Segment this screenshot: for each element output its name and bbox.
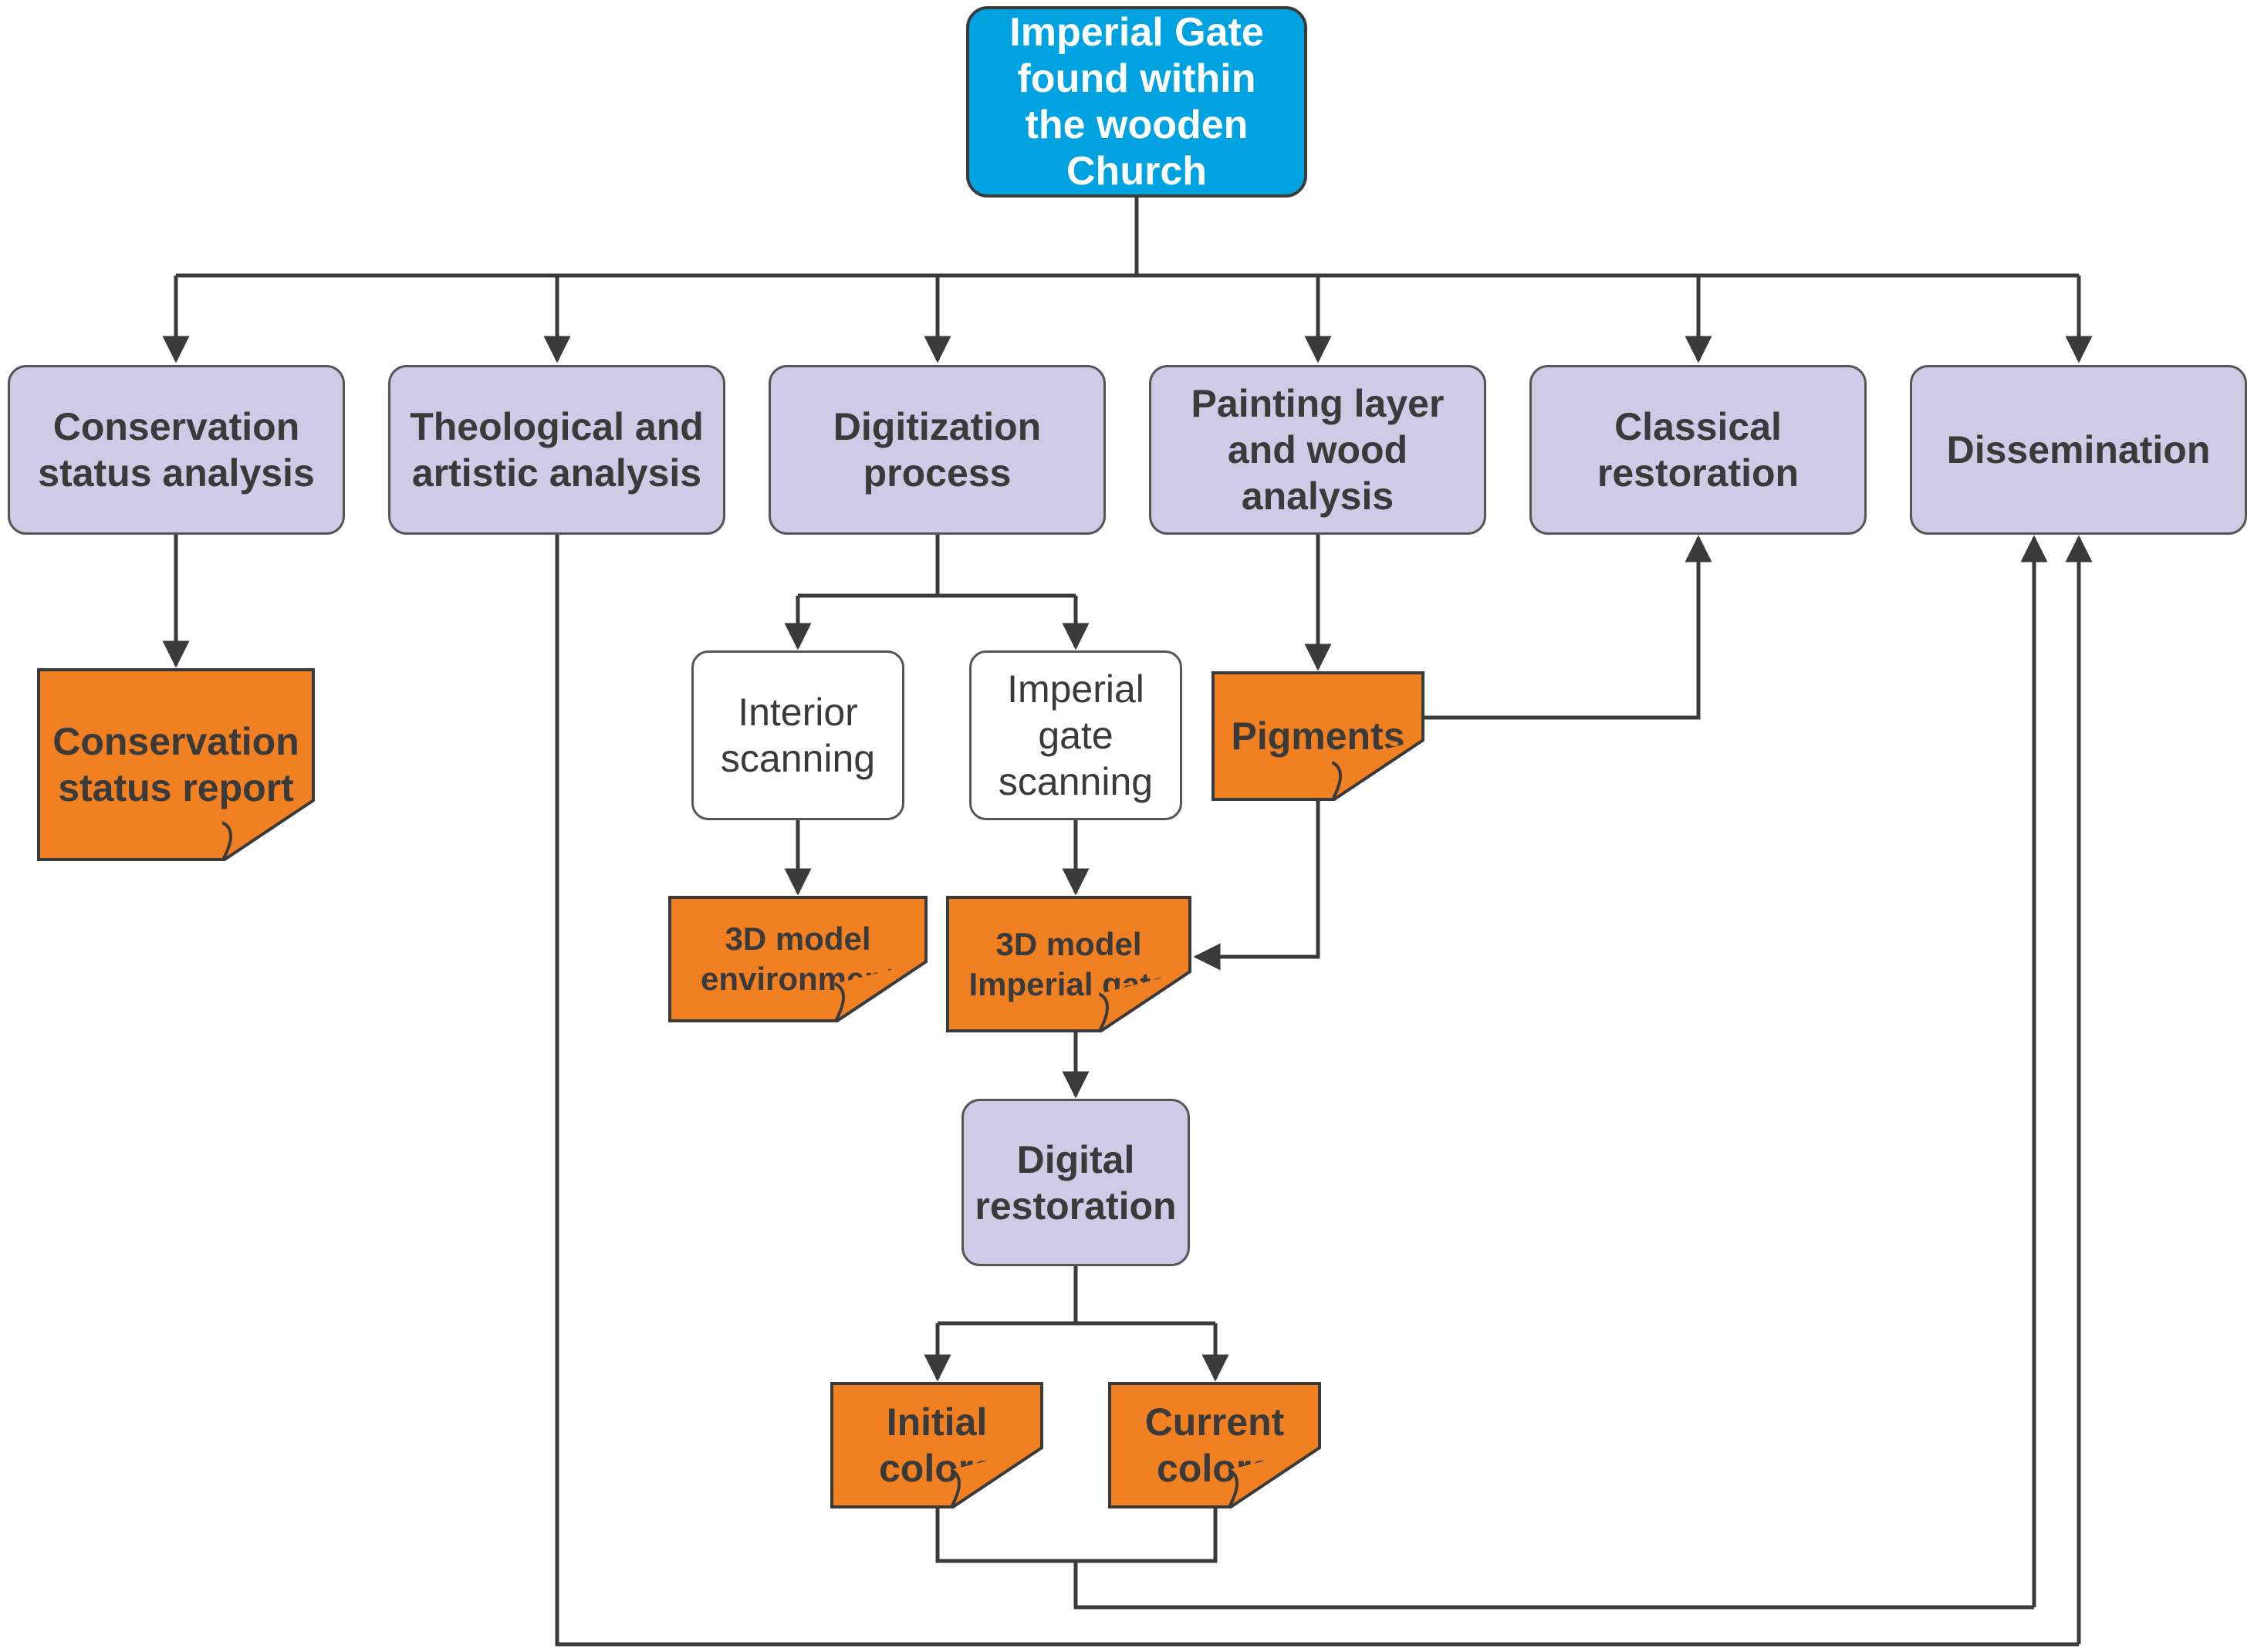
- page-fold-icon: [1228, 1447, 1321, 1508]
- page-fold-icon: [951, 1447, 1043, 1508]
- dissemination-node: Dissemination: [1910, 365, 2247, 535]
- connector-colors-join: [935, 1508, 2034, 1610]
- digitization-process-node: Digitization process: [769, 365, 1106, 535]
- current-colors-doc: Current colors: [1108, 1382, 1321, 1508]
- conservation-report-doc: Conservation status report: [37, 668, 315, 861]
- page-fold-icon: [1099, 971, 1191, 1032]
- connector-restoration-split: [938, 1266, 1215, 1326]
- gate-scanning-node: Imperial gate scanning: [969, 650, 1182, 820]
- painting-analysis-label: Painting layer and wood analysis: [1191, 382, 1445, 518]
- arrow-pigments-to-model-gate: [1193, 801, 1320, 971]
- digital-restoration-node: Digital restoration: [961, 1099, 1190, 1266]
- page-fold-icon: [222, 799, 315, 861]
- conservation-analysis-node: Conservation status analysis: [8, 365, 345, 535]
- gate-scanning-label: Imperial gate scanning: [998, 667, 1154, 803]
- connector-theological-to-bottom: [555, 535, 2079, 1647]
- dissemination-label: Dissemination: [1946, 428, 2211, 471]
- initial-colors-doc: Initial colors: [830, 1382, 1043, 1508]
- conservation-analysis-label: Conservation status analysis: [38, 405, 315, 495]
- connector-digitization-split: [798, 535, 1076, 598]
- interior-scanning-label: Interior scanning: [720, 691, 876, 780]
- connector-top-bus: [176, 198, 2079, 278]
- page-fold-icon: [1332, 739, 1424, 801]
- imperial-gate-label: Imperial Gate found within the wooden Ch…: [1009, 10, 1264, 194]
- theological-analysis-label: Theological and artistic analysis: [410, 405, 704, 495]
- interior-scanning-node: Interior scanning: [691, 650, 904, 820]
- conservation-report-label: Conservation status report: [52, 720, 299, 809]
- theological-analysis-node: Theological and artistic analysis: [388, 365, 725, 535]
- digital-restoration-label: Digital restoration: [975, 1137, 1177, 1228]
- classical-restoration-label: Classical restoration: [1597, 405, 1799, 495]
- model-environment-doc: 3D model environment: [668, 896, 928, 1022]
- digitization-process-label: Digitization process: [833, 405, 1042, 495]
- arrow-pigments-to-classical: [1424, 535, 1712, 720]
- imperial-gate-node: Imperial Gate found within the wooden Ch…: [966, 6, 1307, 198]
- pigments-doc: Pigments: [1211, 671, 1424, 801]
- page-fold-icon: [835, 961, 928, 1022]
- model-gate-doc: 3D model Imperial gate: [946, 896, 1191, 1032]
- classical-restoration-node: Classical restoration: [1529, 365, 1867, 535]
- pigments-label: Pigments: [1231, 715, 1405, 758]
- painting-analysis-node: Painting layer and wood analysis: [1149, 365, 1486, 535]
